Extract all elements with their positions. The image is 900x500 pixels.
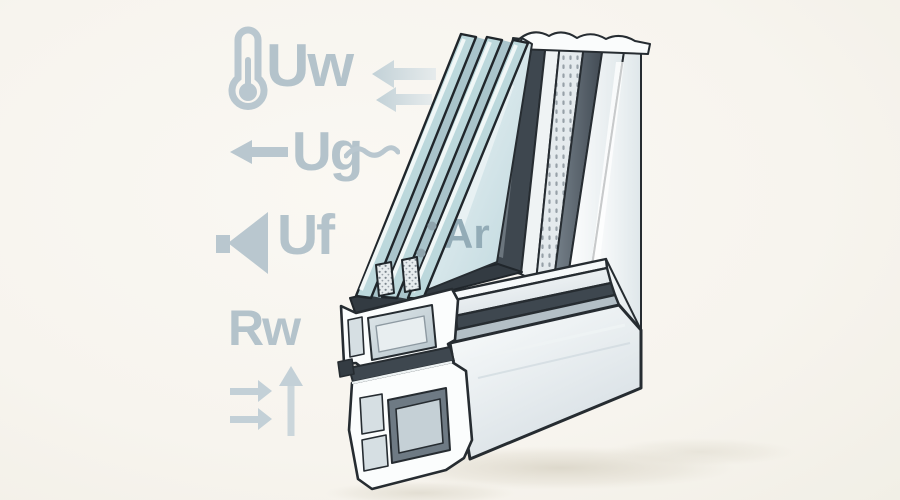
beam-mitre-line (605, 258, 642, 331)
speaker-icon (216, 212, 268, 274)
uf-label: Uf (277, 203, 335, 267)
sash-chamber-left (347, 316, 365, 358)
uw-label: Uw (266, 32, 354, 99)
thermometer-icon (228, 26, 268, 110)
spacer-block-2 (401, 256, 421, 293)
frame-top-cap (516, 31, 651, 55)
right-flow-arrows-icon (230, 380, 272, 430)
rw-label: Rw (228, 300, 301, 356)
pane-rivet-dot-2 (416, 248, 426, 258)
wave-squiggle-icon (344, 145, 400, 159)
frame-chamber-left-1 (359, 393, 385, 435)
profile-cross-section (337, 287, 474, 491)
pane-cavity-1 (371, 37, 487, 298)
left-arrow-icon (230, 140, 288, 164)
up-arrow-icon (279, 366, 303, 436)
flow-arrows-group (230, 366, 303, 436)
gasket-nub-2 (337, 358, 355, 378)
drop-shadow-right (605, 438, 795, 466)
pane-cavity-2 (397, 40, 513, 299)
frame-chamber-left-2 (361, 434, 389, 472)
triple-glazing: Ar (349, 32, 533, 316)
pane-rivet-dot-1 (427, 221, 437, 231)
heat-flow-arrows-icon (372, 60, 436, 112)
bottom-beams (442, 257, 643, 461)
spacer-block-1 (375, 261, 395, 297)
section-gasket (348, 346, 455, 383)
